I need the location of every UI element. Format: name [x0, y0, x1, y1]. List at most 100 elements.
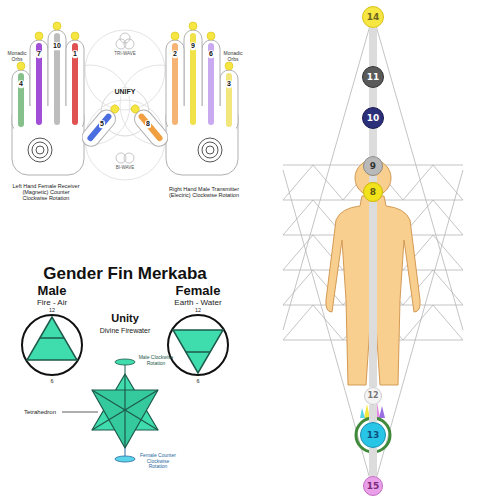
- callout-number: 9: [190, 42, 196, 50]
- tetra-edge: [125, 410, 158, 430]
- lattice-line: [433, 235, 463, 270]
- lattice-line: [283, 270, 313, 305]
- earth-bar: [186, 351, 210, 353]
- male-circle: [22, 315, 82, 375]
- scale-number: 6: [196, 378, 199, 384]
- element-label: Earth - Water: [174, 299, 221, 308]
- element-label: Fire - Air: [37, 299, 67, 308]
- scale-number: 12: [49, 307, 55, 313]
- spin-disc: [115, 456, 135, 462]
- lattice-line: [433, 165, 463, 200]
- scale-number: 12: [195, 307, 201, 313]
- triangle-lattice: [283, 15, 463, 490]
- finger-strip: [190, 36, 196, 122]
- lattice-line: [283, 235, 313, 270]
- callout-number: 5: [99, 120, 105, 128]
- symbol-label: BI-WAVE: [115, 166, 136, 171]
- chakra-orb: 11: [362, 66, 384, 88]
- lattice-line: [433, 270, 463, 305]
- hand-caption: Right Hand Male Transmitter (Electric) C…: [169, 186, 239, 198]
- wave-circle: [124, 153, 134, 163]
- chakra-orb: 15: [363, 476, 383, 496]
- orb-note: Monadic Orbs: [6, 51, 28, 62]
- lattice-line: [283, 200, 313, 235]
- chakra-orb: 13: [360, 422, 386, 448]
- orb: [35, 32, 43, 40]
- orb-number: 9: [370, 162, 376, 171]
- rotation-note: Female Counter Clockwise Rotation: [137, 453, 179, 470]
- spin-disc: [115, 359, 135, 365]
- monadic-orbs: [130, 22, 233, 115]
- lattice-line: [283, 165, 313, 200]
- finger-strips: [21, 36, 108, 138]
- lattice-line: [433, 200, 463, 235]
- orb-number: 12: [367, 392, 378, 400]
- crystal: [379, 406, 385, 418]
- lattice-line: [433, 305, 463, 340]
- wave-circle: [116, 39, 126, 49]
- hand-caption: Left Hand Female Receiver (Magnetic) Cou…: [11, 183, 81, 201]
- orb-number: 13: [367, 431, 380, 440]
- right-hand: [130, 22, 238, 175]
- star-tetrahedron: [92, 374, 158, 448]
- symbol-label: TRI-WAVE: [113, 52, 137, 57]
- water-triangle: [173, 330, 223, 373]
- female-symbol: [168, 315, 228, 375]
- male-rotation-marker: [115, 359, 135, 374]
- chakra-orb: 10: [362, 107, 384, 129]
- bi-wave-symbol: [116, 153, 134, 163]
- light-column: [369, 28, 377, 66]
- lattice-line: [313, 165, 343, 200]
- orb: [71, 32, 79, 40]
- female-rotation-marker: [115, 448, 135, 462]
- orb-number: 15: [367, 482, 380, 491]
- finger-strip: [72, 46, 78, 122]
- orb: [189, 22, 197, 30]
- crystal: [360, 408, 365, 418]
- finger-strips: [142, 36, 229, 138]
- callout-number: 8: [145, 120, 151, 128]
- finger-strip: [142, 117, 160, 138]
- callout-number: 1: [72, 50, 78, 58]
- tetra-edge: [92, 374, 125, 430]
- chakra-orb: 12: [364, 387, 382, 405]
- lattice-line: [283, 305, 313, 340]
- orb: [207, 32, 215, 40]
- finger-strip: [36, 46, 42, 122]
- orb: [53, 22, 61, 30]
- orb-number: 11: [367, 73, 380, 82]
- section-heading: Gender Fin Merkaba: [43, 265, 206, 284]
- orb: [171, 32, 179, 40]
- light-column: [369, 448, 377, 476]
- orb: [17, 62, 25, 70]
- callout-number: 2: [172, 50, 178, 58]
- air-bar: [40, 337, 64, 339]
- callout-number: 10: [52, 42, 62, 50]
- unity-heading: Unity: [111, 312, 139, 324]
- orb: [225, 62, 233, 70]
- finger-strip: [172, 46, 178, 122]
- chakra-orb: 8: [363, 182, 383, 202]
- center-label: UNIFY: [114, 88, 137, 96]
- left-hand: [12, 22, 120, 175]
- orb: [109, 103, 120, 114]
- element-label: Divine Firewater: [100, 327, 151, 335]
- tri-wave-symbol: [116, 33, 134, 49]
- finger-strip: [90, 117, 108, 138]
- chakra-orb: 9: [363, 156, 383, 176]
- wave-circle: [124, 39, 134, 49]
- callout-number: 7: [36, 50, 42, 58]
- monadic-orbs: [17, 22, 120, 115]
- orb-number: 10: [367, 114, 380, 123]
- female-circle: [168, 315, 228, 375]
- scale-number: 6: [50, 378, 53, 384]
- hand-outline: [12, 30, 119, 175]
- callout-number: 3: [226, 80, 232, 88]
- wave-circle: [116, 153, 126, 163]
- finger-strip: [226, 76, 232, 124]
- orb: [130, 103, 141, 114]
- light-column: [369, 405, 377, 422]
- hand-outline: [131, 30, 238, 175]
